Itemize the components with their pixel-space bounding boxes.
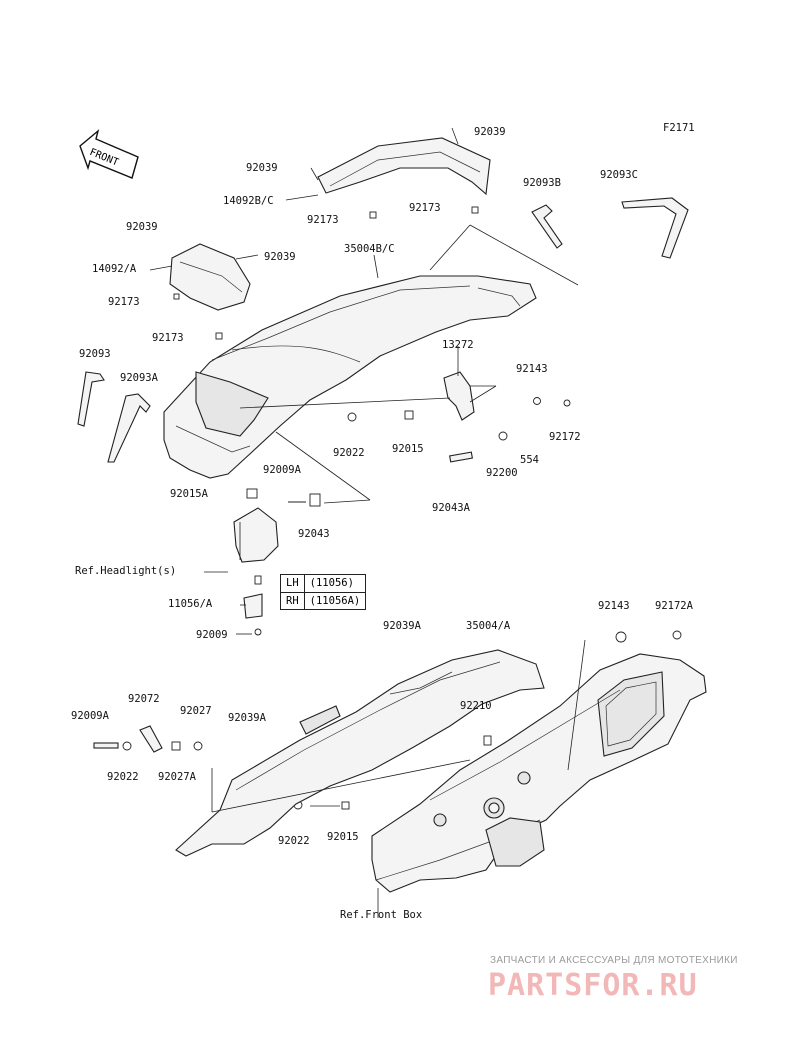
callout-label: 92093C (600, 169, 638, 181)
trim-92093b (531, 204, 563, 249)
bracket-11056 (243, 593, 263, 619)
trim-92093a (107, 393, 151, 463)
callout-label: 92043 (298, 528, 330, 540)
trim-92093c (621, 197, 689, 259)
part-cell: (11056) (303, 574, 367, 593)
callout-label: 92143 (516, 363, 548, 375)
callout-label: 92009A (71, 710, 109, 722)
callout-label: 92022 (278, 835, 310, 847)
upper-fairing-cover (163, 275, 537, 479)
callout-label: 92015 (327, 831, 359, 843)
callout-label: 92093A (120, 372, 158, 384)
callout-label: 92027A (158, 771, 196, 783)
fasteners (122, 206, 682, 810)
callout-label: 554 (520, 454, 539, 466)
callout-label: 13272 (442, 339, 474, 351)
callout-label: 92027 (180, 705, 212, 717)
callout-label: 14092/A (92, 263, 137, 275)
front-arrow-icon (79, 129, 139, 179)
figure-code: F2171 (663, 122, 695, 134)
part-cell: (11056A) (303, 591, 367, 610)
callout-label: 92173 (307, 214, 339, 226)
left-trim-14092 (169, 243, 251, 311)
callout-label: 92039A (383, 620, 421, 632)
callout-label: 92210 (460, 700, 492, 712)
callout-label: 92009 (196, 629, 228, 641)
callout-label: 92173 (108, 296, 140, 308)
side-variant-table: LH (11056) RH (11056A) (280, 574, 367, 610)
callout-label: 92039 (126, 221, 158, 233)
callout-label: 92015A (170, 488, 208, 500)
lower-fairing-inner (175, 649, 545, 857)
table-row: RH (11056A) (280, 591, 367, 610)
callout-label: 92093 (79, 348, 111, 360)
callout-label: 92172 (549, 431, 581, 443)
ref-front-box-label: Ref.Front Box (340, 909, 423, 921)
side-cell: RH (280, 591, 305, 610)
trim-92093 (77, 371, 105, 427)
callout-label: 92039 (474, 126, 506, 138)
callout-label: 92173 (152, 332, 184, 344)
headlight-bracket (233, 507, 279, 563)
callout-label: 92022 (333, 447, 365, 459)
callout-label: 92043A (432, 502, 470, 514)
callout-label: 11056/A (168, 598, 213, 610)
upper-trim-strip (317, 137, 491, 196)
callout-label: 92022 (107, 771, 139, 783)
callout-label: 92039A (228, 712, 266, 724)
side-cell: LH (280, 574, 305, 593)
callout-label: 92173 (409, 202, 441, 214)
bracket-13272 (443, 371, 475, 421)
table-row: LH (11056) (280, 574, 367, 593)
watermark-subtitle: ЗАПЧАСТИ И АКСЕССУАРЫ ДЛЯ МОТОТЕХНИКИ (490, 955, 738, 966)
callout-label: 92143 (598, 600, 630, 612)
callout-label: 35004/A (466, 620, 511, 632)
callout-label: 92093B (523, 177, 561, 189)
callout-label: 92009A (263, 464, 301, 476)
screw-92009a-lower (93, 742, 119, 749)
leader-lines (149, 127, 586, 918)
callout-label: 14092B/C (223, 195, 274, 207)
callout-label: 92039 (246, 162, 278, 174)
callout-label: 92172A (655, 600, 693, 612)
ref-headlight-label: Ref.Headlight(s) (75, 565, 177, 577)
callout-label: 35004B/C (344, 243, 395, 255)
callout-label: 92015 (392, 443, 424, 455)
grommet-92072 (139, 725, 163, 753)
callout-label: 92039 (264, 251, 296, 263)
callout-label: 92200 (486, 467, 518, 479)
watermark-brand: PARTSFOR.RU (488, 968, 698, 1003)
callout-label: 92072 (128, 693, 160, 705)
